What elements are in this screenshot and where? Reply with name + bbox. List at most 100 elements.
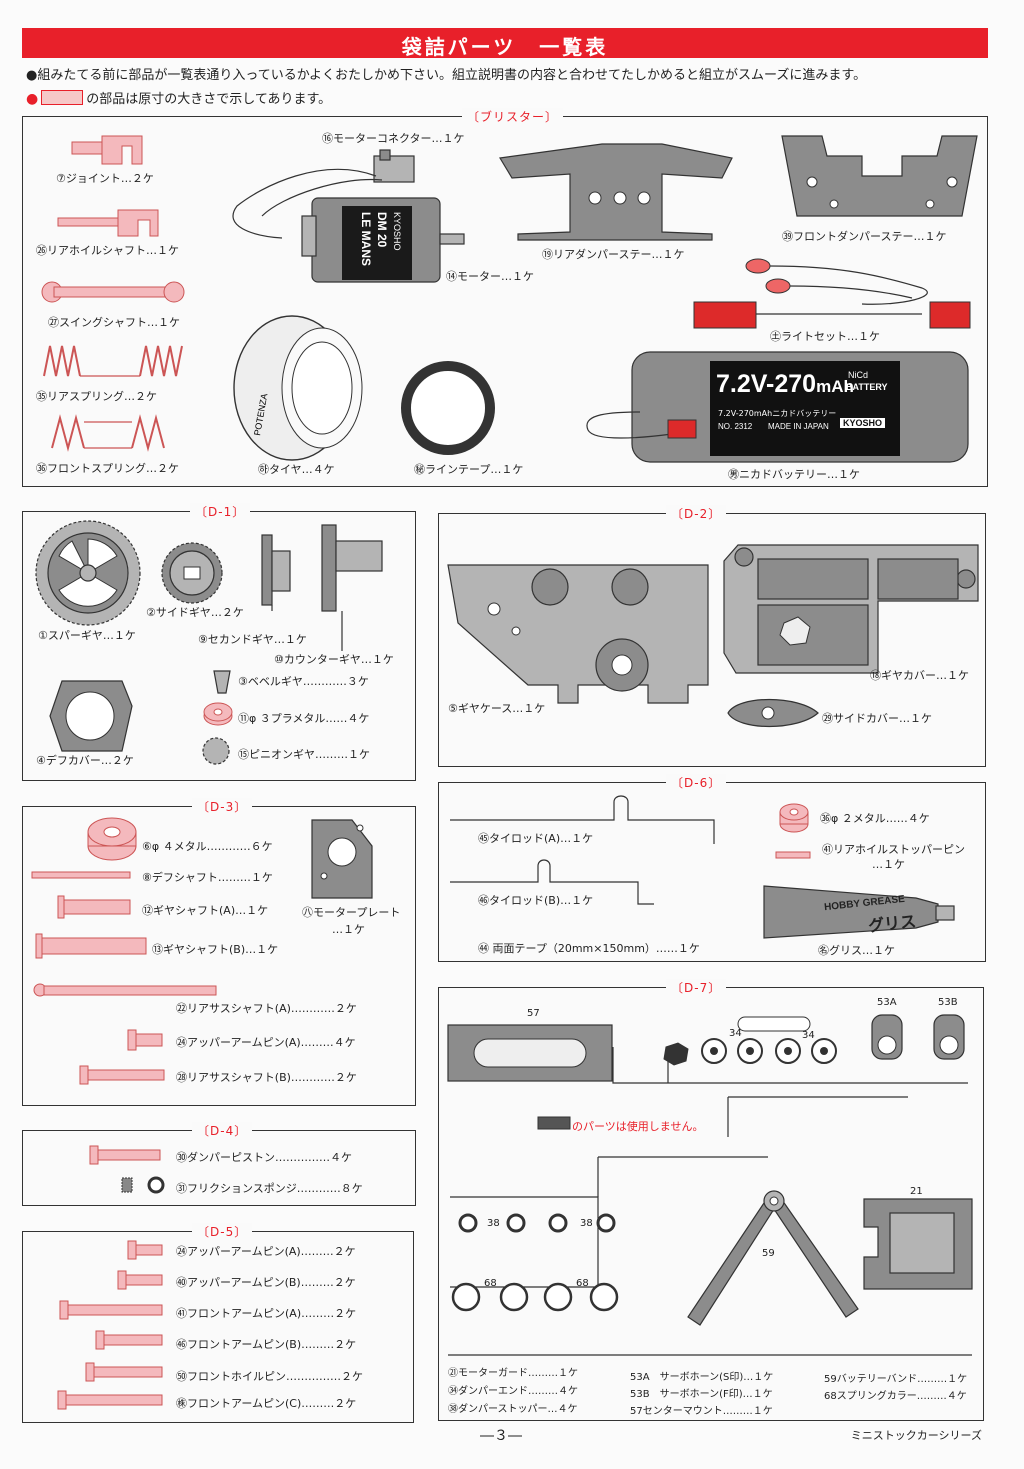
- bevel-gear-part: [213, 670, 231, 694]
- label-front-arm-pin-c: ㊑フロントアームピン(C)………２ケ: [176, 1397, 357, 1410]
- callout-53a: 53A: [877, 997, 897, 1008]
- label-gear-shaft-a: ⑫ギヤシャフト(A)…１ケ: [142, 904, 269, 917]
- label-front-spring: ㊱フロントスプリング…２ケ: [36, 462, 179, 475]
- d1-drawings: [35, 520, 383, 765]
- list-center-mount: 57センターマウント………１ケ: [630, 1406, 773, 1417]
- label-motor-connector: ⑯モーターコネクター…１ケ: [322, 132, 465, 145]
- nut-part: [663, 1042, 689, 1066]
- front-damper-stay-part: [781, 135, 978, 217]
- title-bar: 袋詰パーツ 一覧表: [22, 28, 988, 59]
- callout-53b: 53B: [938, 997, 958, 1008]
- diff-cover-part: [49, 680, 133, 752]
- upper-arm-pin-b-part: [117, 1270, 163, 1290]
- callout-38a: 38: [487, 1218, 500, 1229]
- label-damper-piston: ㉚ダンパーピストン……………４ケ: [176, 1151, 352, 1164]
- label-joint: ⑦ジョイント…２ケ: [56, 172, 154, 185]
- label-side-gear: ②サイドギヤ…２ケ: [146, 606, 244, 619]
- rear-spring-part: [43, 345, 183, 377]
- label-battery: ㊚ニカドバッテリー…１ケ: [728, 468, 860, 481]
- callout-34b: 34: [802, 1030, 815, 1041]
- blister-title: 〔ブリスター〕: [462, 108, 564, 125]
- label-plastic-metal-3mm: ⑪φ ３プラメタル……４ケ: [238, 712, 370, 725]
- list-servo-horn-f: 53B サーボホーン(F印)…１ケ: [630, 1389, 773, 1400]
- tie-rod-a-part: [450, 795, 715, 844]
- rear-sus-shaft-a-part: [33, 983, 217, 997]
- list-spring-collar: 68スプリングカラー………４ケ: [824, 1391, 967, 1402]
- servo-horn-f-part: [933, 1014, 965, 1060]
- callout-38b: 38: [580, 1218, 593, 1229]
- battery-voltage: 7.2V-270: [716, 370, 817, 398]
- d7-drawings: [447, 1014, 973, 1356]
- label-grease: ㊔グリス…１ケ: [818, 944, 895, 957]
- side-gear-part: [161, 542, 223, 604]
- front-wheel-pin-part: [85, 1362, 163, 1382]
- rear-sus-shaft-b-part: [79, 1065, 165, 1085]
- damper-stopper-part: [458, 1213, 616, 1233]
- battery-desc: 7.2V-270mAhニカドバッテリー: [718, 409, 837, 418]
- line-tape-part: [401, 361, 495, 455]
- grease-word: グリス: [867, 911, 918, 936]
- list-servo-horn-s: 53A サーボホーン(S印)…１ケ: [630, 1372, 774, 1383]
- metal-2mm-part: [779, 803, 809, 833]
- metal-4mm-part: [87, 817, 137, 861]
- label-pinion-gear: ⑮ピニオンギヤ………１ケ: [238, 748, 370, 761]
- d7-title: 〔D-7〕: [666, 979, 727, 996]
- label-second-gear: ⑨セカンドギヤ…１ケ: [198, 633, 307, 646]
- grease-tube-part: [763, 885, 955, 939]
- d6-title: 〔D-6〕: [666, 774, 727, 791]
- unused-part-swatch: [537, 1116, 571, 1130]
- label-rear-sus-shaft-a: ㉒リアサスシャフト(A)…………２ケ: [176, 1002, 357, 1015]
- runner-tab: [737, 1016, 811, 1032]
- d5-panel: [22, 1231, 414, 1423]
- joint-part: [71, 135, 143, 165]
- note-check-parts: ●組みたてる前に部品が一覧表通り入っているかよくおたしかめ下さい。組立説明書の内…: [26, 68, 867, 83]
- label-front-damper-stay: ㊴フロントダンパーステー…１ケ: [782, 230, 947, 243]
- front-arm-pin-c-part: [57, 1390, 163, 1410]
- battery-unit: mAh: [816, 377, 854, 396]
- label-rear-wheel-stopper-pin-qty: …１ケ: [872, 858, 905, 871]
- second-gear-part: [261, 534, 291, 606]
- label-motor: ⑭モーター…１ケ: [446, 270, 534, 283]
- d1-title: 〔D-1〕: [190, 503, 251, 520]
- label-side-cover: ㉙サイドカバー…１ケ: [822, 712, 932, 725]
- note-actual-size: ●の部品は原寸の大きさで示してあります。: [26, 88, 331, 107]
- callout-68a: 68: [484, 1278, 497, 1289]
- blister-drawings: LE MANS DM 20 KYOSHO POTENZA: [41, 135, 978, 463]
- label-gear-shaft-b: ⑬ギヤシャフト(B)…１ケ: [152, 943, 279, 956]
- motor-part: LE MANS DM 20 KYOSHO: [301, 197, 465, 283]
- battery-word: BATTERY: [846, 382, 888, 392]
- callout-21: 21: [910, 1186, 923, 1197]
- label-upper-arm-pin-a-d5: ㉔アッパーアームピン(A)………２ケ: [176, 1245, 356, 1258]
- gear-case-part: [447, 564, 709, 704]
- diff-shaft-part: [31, 871, 131, 879]
- upper-arm-pin-a-d5-part: [127, 1240, 163, 1260]
- side-cover-part: [727, 699, 819, 727]
- label-rear-damper-stay: ⑲リアダンパーステー…１ケ: [542, 248, 685, 261]
- label-front-arm-pin-a: ㊶フロントアームピン(A)………２ケ: [176, 1307, 357, 1320]
- battery-no: NO. 2312: [718, 422, 753, 431]
- center-mount-part: [447, 1024, 613, 1082]
- label-upper-arm-pin-a: ㉔アッパーアームピン(A)………４ケ: [176, 1036, 356, 1049]
- callout-57: 57: [527, 1008, 540, 1019]
- label-light-set: ㊏ライトセット…１ケ: [770, 330, 880, 343]
- spur-gear-part: [35, 520, 141, 626]
- motor-label-3: KYOSHO: [392, 212, 402, 251]
- motor-label-1: LE MANS: [359, 212, 373, 266]
- battery-part: [586, 351, 969, 463]
- label-double-sided-tape: ㊹ 両面テープ（20mm×150mm）……１ケ: [478, 942, 700, 955]
- d6-panel: [438, 782, 986, 962]
- label-gear-cover: ⑱ギヤカバー…１ケ: [870, 669, 969, 682]
- unused-parts-note: のパーツは使用しません。: [572, 1120, 704, 1133]
- label-rear-spring: ㉟リアスプリング…２ケ: [36, 390, 157, 403]
- list-battery-band: 59バッテリーバンド………１ケ: [824, 1374, 968, 1385]
- list-damper-end: ㉞ダンパーエンド………４ケ: [448, 1386, 578, 1397]
- label-front-wheel-pin: ㊿フロントホイルピン……………２ケ: [176, 1370, 363, 1383]
- d4-panel: [22, 1130, 416, 1206]
- battery-nicd: NiCd: [848, 370, 869, 380]
- list-damper-stopper: ㊳ダンパーストッパー…４ケ: [448, 1404, 578, 1415]
- plastic-metal-3mm-part: [203, 702, 233, 726]
- page-title: 袋詰パーツ 一覧表: [401, 35, 609, 59]
- damper-piston-part: [89, 1145, 161, 1165]
- gear-shaft-b-part: [35, 933, 147, 959]
- label-line-tape: ㊙ラインテープ…１ケ: [414, 463, 524, 476]
